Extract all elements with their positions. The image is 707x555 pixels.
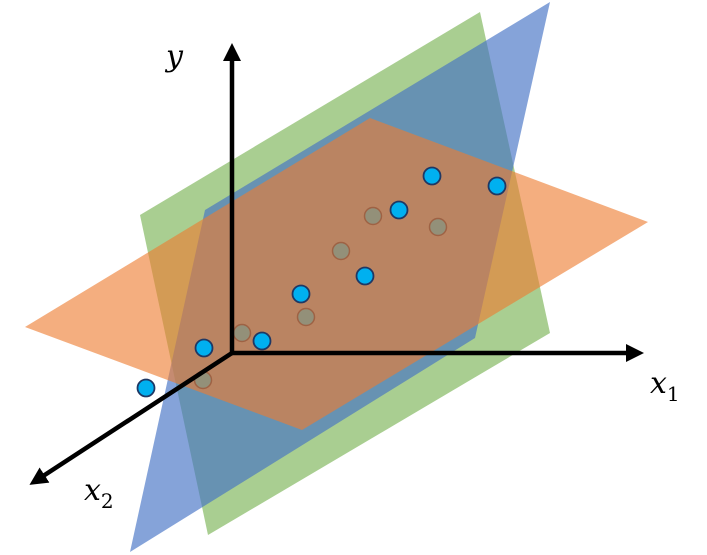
data-point (422, 166, 442, 186)
data-point (355, 266, 375, 286)
front-points (136, 166, 507, 398)
data-point (194, 338, 214, 358)
data-point (389, 200, 409, 220)
y-axis-label: y (164, 39, 184, 74)
x2-axis (29, 350, 235, 485)
data-point (291, 284, 311, 304)
data-point (252, 331, 272, 351)
x2-axis-label: x2 (84, 473, 114, 513)
orange-plane (25, 118, 648, 430)
axes (29, 43, 644, 485)
x1-axis-label: x1 (650, 366, 680, 406)
data-point (136, 378, 156, 398)
data-point (487, 176, 507, 196)
